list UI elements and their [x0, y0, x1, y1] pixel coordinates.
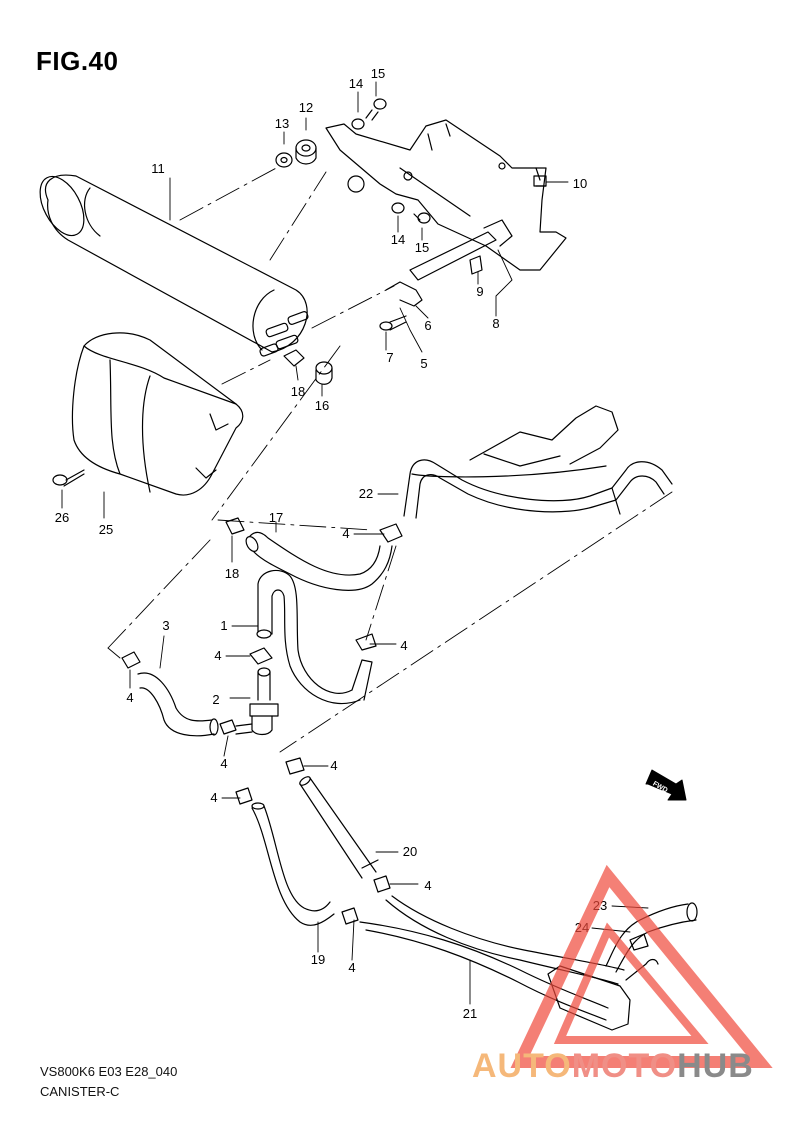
callout-13: 13 [275, 116, 289, 131]
callout-9: 9 [476, 284, 483, 299]
clamp-18-lower [225, 517, 245, 535]
figure-title: FIG.40 [36, 46, 119, 76]
callout-11: 11 [151, 161, 165, 176]
callout-4-g: 4 [210, 790, 217, 805]
callout-2: 2 [212, 692, 219, 707]
callout-15-top: 15 [371, 66, 385, 81]
bolt-15-mid [413, 212, 431, 224]
clamp-5-6-9 [385, 219, 513, 307]
figure-code: VS800K6 E03 E28_040 [40, 1064, 178, 1079]
canister [39, 174, 309, 357]
washer-13 [275, 152, 293, 168]
leader-lines [61, 81, 649, 1005]
callout-4-h: 4 [424, 878, 431, 893]
watermark-triangle-logo [510, 864, 773, 1068]
watermark-logo: AUTOMOTOHUB [472, 1047, 754, 1086]
fwd-arrow-icon [645, 769, 687, 801]
callout-12: 12 [299, 100, 313, 115]
washer-14-mid [391, 202, 405, 214]
hose-19 [251, 802, 335, 926]
clamp-18-top [283, 349, 305, 367]
callout-8: 8 [492, 316, 499, 331]
callout-4-d: 4 [126, 690, 133, 705]
callout-4-b: 4 [400, 638, 407, 653]
reference-lines [107, 165, 673, 753]
callout-5: 5 [420, 356, 427, 371]
callout-numbers: 11 13 12 14 15 10 14 15 9 8 6 7 5 18 16 … [55, 66, 607, 1021]
callout-25: 25 [99, 522, 113, 537]
callout-18-lower: 18 [225, 566, 239, 581]
callout-22: 22 [359, 486, 373, 501]
nut-12 [295, 139, 317, 165]
callout-3: 3 [162, 618, 169, 633]
callout-17: 17 [269, 510, 283, 525]
watermark-triangle-outer [510, 864, 773, 1068]
callout-18-top: 18 [291, 384, 305, 399]
callout-14-mid: 14 [391, 232, 405, 247]
callout-4-i: 4 [348, 960, 355, 975]
valve-2 [235, 667, 279, 736]
callout-4-c: 4 [214, 648, 221, 663]
callout-4-f: 4 [330, 758, 337, 773]
watermark-part-moto: MOTO [571, 1047, 678, 1085]
hose-3 [137, 672, 219, 737]
hose-20 [299, 776, 379, 879]
washer-14-top [351, 118, 365, 130]
clamp-4-group [121, 523, 403, 925]
callout-21: 21 [463, 1006, 477, 1021]
callout-19: 19 [311, 952, 325, 967]
bracket-8 [325, 119, 567, 271]
watermark-part-hub: HUB [677, 1047, 754, 1085]
watermark-part-auto: AUTO [472, 1047, 572, 1085]
callout-6: 6 [424, 318, 431, 333]
callout-10: 10 [573, 176, 587, 191]
bolt-26 [52, 469, 85, 487]
callout-20: 20 [403, 844, 417, 859]
canister-cover [71, 332, 244, 496]
callout-15-mid: 15 [415, 240, 429, 255]
bolt-7 [379, 315, 407, 331]
callout-4-e: 4 [220, 756, 227, 771]
callout-26: 26 [55, 510, 69, 525]
hose-1 [256, 569, 373, 705]
bolt-10 [533, 167, 547, 187]
callout-16: 16 [315, 398, 329, 413]
watermark-triangle-inner [553, 922, 709, 1044]
callout-4-a: 4 [342, 526, 349, 541]
callout-14-top: 14 [349, 76, 363, 91]
cap-16 [315, 361, 333, 385]
hose-17 [245, 531, 393, 591]
figure-name: CANISTER-C [40, 1084, 120, 1099]
bolt-15-top [365, 98, 387, 121]
callout-7: 7 [386, 350, 393, 365]
hose-22 [403, 405, 673, 519]
callout-1: 1 [220, 618, 227, 633]
